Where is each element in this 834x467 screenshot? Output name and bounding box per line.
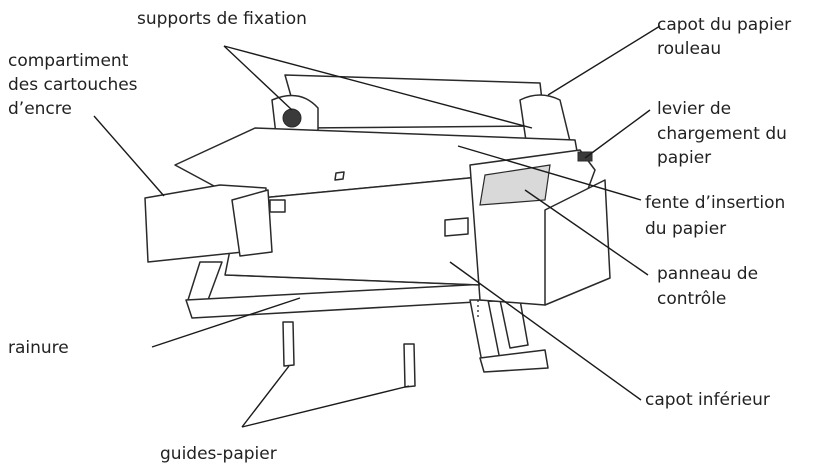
leader-groove (151, 297, 301, 348)
leader-lower-cover (449, 261, 642, 401)
label-ink-compartment-1: compartiment (8, 51, 129, 71)
leader-guides-right (241, 385, 410, 428)
label-slot-2: du papier (645, 219, 727, 239)
label-lever-1: levier de (657, 99, 732, 119)
leader-slot (457, 145, 642, 201)
leader-panel (524, 189, 649, 276)
label-lever-2: chargement du (657, 124, 787, 144)
label-groove: rainure (8, 338, 69, 358)
label-ink-compartment-3: d’encre (8, 99, 72, 119)
leader-supports-right (223, 45, 533, 129)
leader-roll-cover (547, 25, 661, 96)
label-lower-cover: capot inférieur (645, 390, 770, 410)
ink-compartment (144, 184, 286, 263)
leader-lines (93, 25, 661, 428)
label-lever-3: papier (657, 148, 712, 168)
label-mounting-supports: supports de fixation (137, 9, 307, 29)
leader-guides-left (241, 365, 290, 428)
label-roll-cover-2: rouleau (657, 39, 722, 59)
paper-guides (282, 321, 416, 388)
leader-supports-left (223, 45, 293, 111)
label-ink-compartment-2: des cartouches (8, 75, 138, 95)
label-panel-2: contrôle (657, 289, 727, 309)
leader-lever (584, 109, 651, 159)
label-paper-guides: guides-papier (160, 444, 277, 464)
label-panel-1: panneau de (657, 264, 759, 284)
label-slot-1: fente d’insertion (645, 193, 786, 213)
label-roll-cover-1: capot du papier (657, 15, 792, 35)
leader-compartment (93, 115, 165, 197)
